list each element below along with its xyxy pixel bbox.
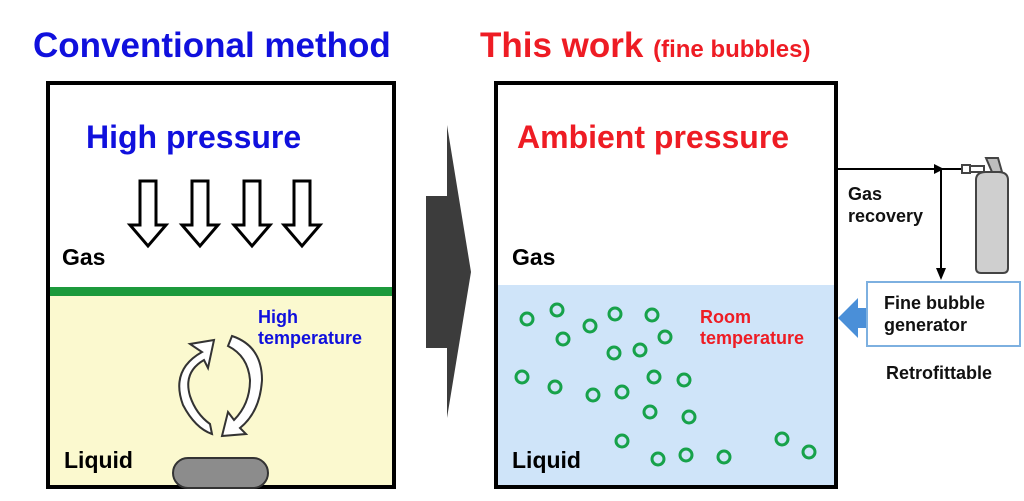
bubble: [676, 372, 692, 388]
conventional-method-heading: Conventional method: [33, 26, 391, 65]
gas-cylinder-icon: [961, 157, 1009, 274]
bubble: [642, 404, 658, 420]
bubble: [547, 379, 563, 395]
gas-recovery-line: [838, 164, 962, 280]
bubble: [614, 384, 630, 400]
down-arrow-icon: [230, 179, 274, 249]
bubble: [681, 409, 697, 425]
bubble: [519, 311, 535, 327]
conventional-liquid-region: [50, 291, 392, 485]
bubble: [646, 369, 662, 385]
bubble: [514, 369, 530, 385]
bubble: [555, 331, 571, 347]
bubble: [801, 444, 817, 460]
bubble: [582, 318, 598, 334]
down-arrow-icon: [178, 179, 222, 249]
this-work-heading-main: This work: [480, 26, 644, 65]
bubble: [614, 433, 630, 449]
bubble: [644, 307, 660, 323]
high-pressure-label: High pressure: [86, 119, 302, 155]
high-temperature-label: High temperature: [258, 307, 363, 348]
fine-bubbles: [514, 302, 817, 467]
down-arrow-icon: [280, 179, 324, 249]
right-arrow-icon: [426, 125, 471, 418]
fine-bubble-vessel: [494, 81, 838, 489]
circular-arrows-icon: [178, 334, 264, 438]
bubble: [716, 449, 732, 465]
gas-recovery-label: Gas recovery: [848, 184, 924, 226]
fine-bubble-generator-box: Fine bubble generator: [866, 281, 1021, 347]
bubble: [585, 387, 601, 403]
left-gas-label: Gas: [62, 244, 106, 270]
bubble: [607, 306, 623, 322]
ambient-pressure-label: Ambient pressure: [517, 119, 790, 155]
bubble: [774, 431, 790, 447]
conventional-vessel: [46, 81, 396, 489]
bubble: [657, 329, 673, 345]
heater-icon: [172, 457, 269, 489]
bubble: [650, 451, 666, 467]
generator-inflow-arrow: [838, 298, 866, 338]
room-temperature-label: Room temperature: [700, 307, 805, 348]
right-liquid-label: Liquid: [512, 447, 581, 473]
this-work-heading-paren: (fine bubbles): [653, 36, 811, 63]
gas-liquid-interface: [50, 287, 392, 296]
fine-bubble-liquid-region: [498, 285, 834, 485]
fine-bubble-generator-label: Fine bubble generator: [884, 293, 985, 335]
bubble: [632, 342, 648, 358]
this-work-heading: This work (fine bubbles): [480, 26, 810, 70]
down-arrow-icon: [126, 179, 170, 249]
retrofittable-label: Retrofittable: [886, 363, 993, 383]
bubble: [678, 447, 694, 463]
right-gas-label: Gas: [512, 244, 556, 270]
left-liquid-label: Liquid: [64, 447, 133, 473]
bubble: [549, 302, 565, 318]
bubble: [606, 345, 622, 361]
